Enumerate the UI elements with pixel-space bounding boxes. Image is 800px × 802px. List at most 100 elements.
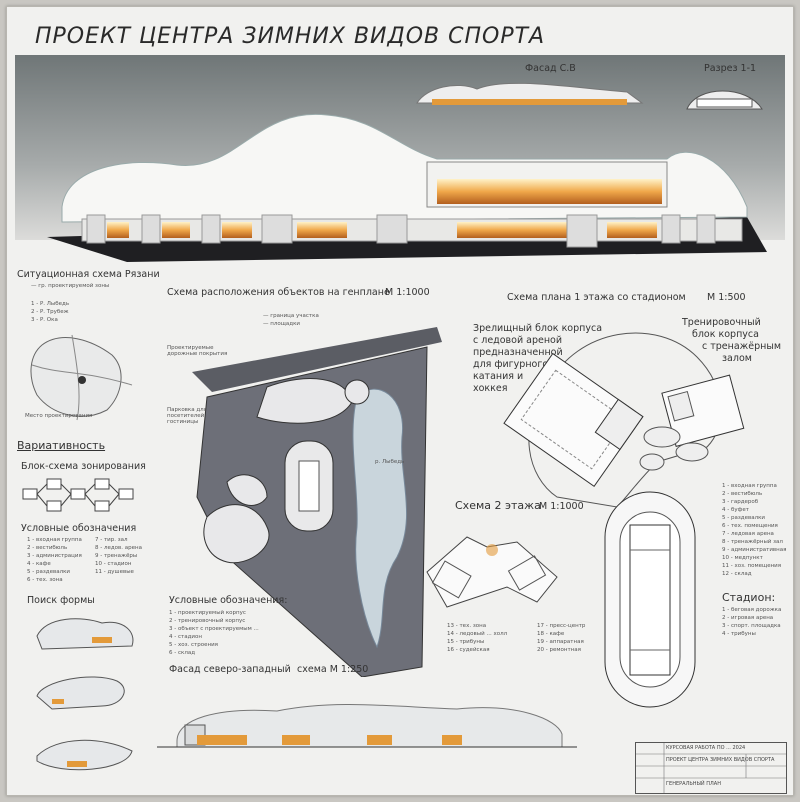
plan1-title: Схема плана 1 этажа со стадионом [507,292,686,303]
plan1-legend-10: 10 - медпункт [722,555,763,561]
genplan-legend-6: 6 - склад [169,650,196,656]
variant-legend-left-4: 4 - кафе [27,561,51,567]
block1-line6: хоккея [473,383,508,394]
genplan-title: Схема расположения объектов на генплане [167,287,390,298]
situation-legend-3: 2 - Р. Трубеж [31,309,69,315]
genplan-legend-3: 3 - объект с проектируемым ... [169,626,259,632]
variant-legend-right-1: 7 - тир. зал [95,537,128,543]
variant-legend-right-2: 8 - ледов. арена [95,545,142,551]
situation-legend-1: — гр. проектируемой зоны [31,283,110,289]
facade-nw-title: Фасад северо-западный [169,664,291,675]
arena-glazing [437,179,662,204]
plan2-legend-right-1: 17 - пресс-центр [537,623,586,629]
road [192,327,442,392]
block2-line2: блок корпуса [692,329,759,340]
block1-line2: с ледовой ареной [473,335,563,346]
block1-line3: предназначенной [473,347,563,358]
variant-legend-right-5: 11 - душевые [95,569,134,575]
lake [352,388,408,649]
plan2-legend-right-4: 20 - ремонтная [537,647,581,653]
plan2-legend-left-2: 14 - ледовый ... холл [447,631,508,637]
genplan-legend-5: 5 - хоз. строения [169,642,218,648]
situation-legend-2: 1 - Р. Лыбедь [31,301,70,307]
form-search-title: Поиск формы [27,595,95,606]
variant-title: Вариативность [17,439,106,452]
plan1-drawing [503,332,745,708]
stadium-legend-1: 1 - беговая дорожка [722,607,782,613]
plan2-scale: М 1:1000 [539,501,584,512]
hero-render [15,55,785,262]
plan1-legend-7: 7 - ледовая арена [722,531,774,537]
stadium-legend-title: Стадион: [722,591,776,604]
stadium-legend-4: 4 - трибуны [722,631,756,637]
situation-note: Место проектирования [25,413,93,419]
facade-cv-label: Фасад С.В [525,63,576,74]
genplan-legend-2: 2 - тренировочный корпус [169,618,246,624]
variant-legend-right-4: 10 - стадион [95,561,132,567]
genplan-side-note-1: Проектируемые дорожные покрытия [167,345,228,357]
plan2-legend-right-3: 19 - аппаратная [537,639,584,645]
genplan-legend-1: 1 - проектируемый корпус [169,610,246,616]
variant-legend-right-3: 9 - тренажёры [95,553,138,559]
genplan-legend-top-2: — площадки [263,321,300,327]
genplan-legend-top-1: — граница участка [263,313,319,319]
zoning-title: Блок-схема зонирования [21,461,146,472]
zoning-diagram [22,478,134,512]
block1-line4: для фигурного [473,359,549,370]
plan2-legend-left-4: 16 - судейская [447,647,490,653]
situation-legend-4: 3 - Р. Ока [31,317,58,323]
genplan-legend-title: Условные обозначения: [169,595,288,606]
stadium-legend-3: 3 - спорт. площадка [722,623,781,629]
variant-legend-left-3: 3 - администрация [27,553,82,559]
plan1-legend-5: 5 - раздевалки [722,515,765,521]
facade-nw-drawing [157,704,577,748]
genplan-scale: М 1:1000 [385,287,430,298]
stadium-legend-2: 2 - игровая арена [722,615,774,621]
variant-legend-left-6: 6 - тех. зона [27,577,63,583]
block2-line3: с тренажёрным [702,341,781,352]
situation-map [30,334,133,421]
stamp-line1: КУРСОВАЯ РАБОТА ПО ... 2024 [666,745,746,751]
genplan-drawing [192,327,442,677]
stadium-field [629,524,671,676]
plan1-legend-3: 3 - гардероб [722,499,759,505]
ice-arena [503,352,644,488]
facade-cv-drawing [416,82,644,105]
plan2-drawing [426,536,558,608]
block2-line1: Тренировочный [682,317,761,328]
plan1-legend-1: 1 - входная группа [722,483,777,489]
facade-nw-scale: схема М 1:250 [297,664,369,675]
stamp-line3: ГЕНЕРАЛЬНЫЙ ПЛАН [666,781,721,787]
project-board: ПРОЕКТ ЦЕНТРА ЗИМНИХ ВИДОВ СПОРТА [6,6,794,796]
plan2-legend-right-2: 18 - кафе [537,631,565,637]
block1-line1: Зрелищный блок корпуса [473,323,603,334]
plan1-legend-6: 6 - тех. помещения [722,523,778,529]
situation-title: Ситуационная схема Рязани [17,269,160,280]
plan1-legend-11: 11 - хоз. помещения [722,563,782,569]
river-label: р. Лыбедь [375,459,405,465]
plan1-legend-2: 2 - вестибюль [722,491,763,497]
block1-line5: катания и [473,371,524,382]
plan2-legend-left-3: 15 - трибуны [447,639,485,645]
variant-legend-left-2: 2 - вестибюль [27,545,68,551]
variant-legend-left-1: 1 - входная группа [27,537,82,543]
section-label: Разрез 1-1 [704,63,757,74]
genplan-side-note-2: Парковка для посетителей гостиницы [167,407,207,425]
form-sketches [36,618,134,771]
roof-outline [528,332,722,508]
plan1-legend-12: 12 - склад [722,571,752,577]
page-title: ПРОЕКТ ЦЕНТРА ЗИМНИХ ВИДОВ СПОРТА [35,24,546,49]
block2-line4: залом [722,353,752,364]
stamp-line2: ПРОЕКТ ЦЕНТРА ЗИМНИХ ВИДОВ СПОРТА [666,757,775,763]
plan1-legend-8: 8 - тренажёрный зал [722,539,783,545]
variant-legend-left-5: 5 - раздевалки [27,569,70,575]
variant-legend-title: Условные обозначения [21,523,137,534]
section-drawing [686,90,763,110]
plan1-legend-9: 9 - административная [722,547,787,553]
plan2-title: Схема 2 этажа [455,499,541,512]
base-columns [86,214,716,248]
plan1-scale: М 1:500 [707,292,746,303]
plan1-legend-4: 4 - буфет [722,507,749,513]
paths [639,426,709,471]
plan2-legend-left-1: 13 - тех. зона [447,623,487,629]
